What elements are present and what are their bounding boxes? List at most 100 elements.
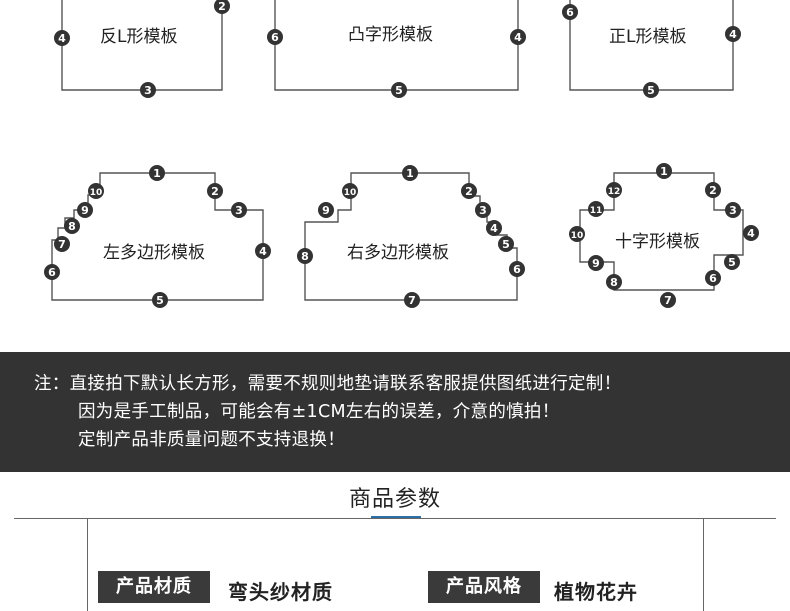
param-label-material: 产品材质 <box>98 571 210 603</box>
edge-marker-2 <box>207 183 223 199</box>
edge-marker-number: 7 <box>408 294 416 307</box>
edge-marker-2 <box>214 0 230 14</box>
edge-marker-number: 10 <box>90 188 103 198</box>
edge-marker-number: 4 <box>259 245 267 258</box>
edge-marker-number: 7 <box>58 238 66 251</box>
edge-marker-number: 9 <box>592 257 600 270</box>
param-label-style: 产品风格 <box>428 571 540 603</box>
edge-marker-number: 6 <box>48 266 56 279</box>
params-table-top-border <box>14 518 776 519</box>
param-value-material: 弯头纱材质 <box>228 580 333 604</box>
edge-marker-number: 3 <box>479 204 487 217</box>
template-label-right-polygon: 右多边形模板 <box>347 243 449 263</box>
edge-marker-number: 8 <box>610 276 618 289</box>
edge-marker-5 <box>724 254 740 270</box>
edge-marker-5 <box>643 82 659 98</box>
edge-marker-10 <box>569 226 585 242</box>
edge-marker-4 <box>255 243 271 259</box>
edge-marker-3 <box>231 202 247 218</box>
edge-marker-number: 5 <box>647 84 655 97</box>
edge-marker-4 <box>54 30 70 46</box>
params-table-right-border <box>703 518 704 611</box>
edge-marker-4 <box>510 29 526 45</box>
edge-marker-9 <box>588 255 604 271</box>
notice-banner: 注：直接拍下默认长方形，需要不规则地垫请联系客服提供图纸进行定制！ 因为是手工制… <box>0 352 790 472</box>
edge-marker-number: 4 <box>514 31 522 44</box>
edge-marker-number: 3 <box>144 84 152 97</box>
edge-marker-8 <box>64 218 80 234</box>
edge-marker-number: 5 <box>395 84 403 97</box>
edge-marker-number: 1 <box>406 167 414 180</box>
edge-marker-number: 6 <box>513 263 521 276</box>
notice-line-3: 定制产品非质量问题不支持退换！ <box>78 430 345 450</box>
cross-outline <box>579 172 744 291</box>
edge-marker-number: 7 <box>664 294 672 307</box>
template-label-left-polygon: 左多边形模板 <box>103 243 205 263</box>
edge-marker-number: 8 <box>301 250 309 263</box>
edge-marker-1 <box>402 165 418 181</box>
edge-marker-number: 5 <box>502 238 510 251</box>
edge-marker-6 <box>509 261 525 277</box>
edge-marker-7 <box>660 292 676 308</box>
edge-marker-number: 4 <box>729 28 737 41</box>
params-title-underline <box>371 516 421 519</box>
edge-marker-1 <box>149 165 165 181</box>
edge-marker-number: 11 <box>590 206 603 216</box>
edge-marker-4 <box>486 220 502 236</box>
edge-marker-1 <box>656 163 672 179</box>
edge-marker-number: 2 <box>709 184 717 197</box>
edge-marker-number: 6 <box>566 6 574 19</box>
params-title: 商品参数 <box>348 487 441 512</box>
edge-marker-7 <box>404 292 420 308</box>
edge-marker-11 <box>588 201 604 217</box>
edge-marker-number: 4 <box>490 222 498 235</box>
template-label-cross: 十字形模板 <box>615 232 700 252</box>
template-label-convex: 凸字形模板 <box>348 25 433 45</box>
convex-outline <box>274 0 519 91</box>
edge-marker-number: 1 <box>660 165 668 178</box>
edge-marker-3 <box>475 202 491 218</box>
edge-marker-5 <box>498 236 514 252</box>
param-value-style: 植物花卉 <box>554 580 638 604</box>
edge-marker-6 <box>44 264 60 280</box>
edge-marker-number: 8 <box>68 220 76 233</box>
edge-marker-number: 2 <box>218 0 226 13</box>
edge-marker-number: 10 <box>571 231 584 241</box>
edge-marker-number: 4 <box>747 227 755 240</box>
edge-marker-number: 3 <box>729 204 737 217</box>
edge-marker-number: 1 <box>153 167 161 180</box>
edge-marker-9 <box>318 202 334 218</box>
edge-marker-4 <box>743 225 759 241</box>
edge-marker-number: 5 <box>728 256 736 269</box>
template-label-reverse-l: 反L形模板 <box>100 27 178 47</box>
notice-line-2: 因为是手工制品，可能会有±1CM左右的误差，介意的慎拍！ <box>78 402 560 422</box>
template-label-l: 正L形模板 <box>609 27 687 47</box>
edge-marker-4 <box>725 26 741 42</box>
edge-marker-3 <box>725 202 741 218</box>
edge-marker-number: 6 <box>271 31 279 44</box>
edge-marker-2 <box>461 183 477 199</box>
edge-marker-8 <box>297 248 313 264</box>
edge-marker-number: 5 <box>156 294 164 307</box>
edge-marker-number: 2 <box>465 185 473 198</box>
edge-marker-6 <box>705 270 721 286</box>
edge-marker-number: 4 <box>58 32 66 45</box>
edge-marker-number: 9 <box>81 204 89 217</box>
left-polygon-outline <box>51 172 264 301</box>
edge-marker-2 <box>705 182 721 198</box>
edge-marker-9 <box>77 202 93 218</box>
edge-marker-number: 12 <box>608 187 621 197</box>
edge-marker-5 <box>152 292 168 308</box>
edge-marker-number: 10 <box>344 188 357 198</box>
edge-marker-12 <box>606 182 622 198</box>
edge-marker-10 <box>88 183 104 199</box>
edge-marker-number: 6 <box>709 272 717 285</box>
right-polygon-outline <box>304 172 518 301</box>
edge-marker-number: 3 <box>235 204 243 217</box>
edge-marker-10 <box>342 183 358 199</box>
notice-line-1: 注：直接拍下默认长方形，需要不规则地垫请联系客服提供图纸进行定制！ <box>34 374 622 394</box>
edge-marker-6 <box>267 29 283 45</box>
params-table-left-border <box>87 518 88 611</box>
edge-marker-number: 2 <box>211 185 219 198</box>
